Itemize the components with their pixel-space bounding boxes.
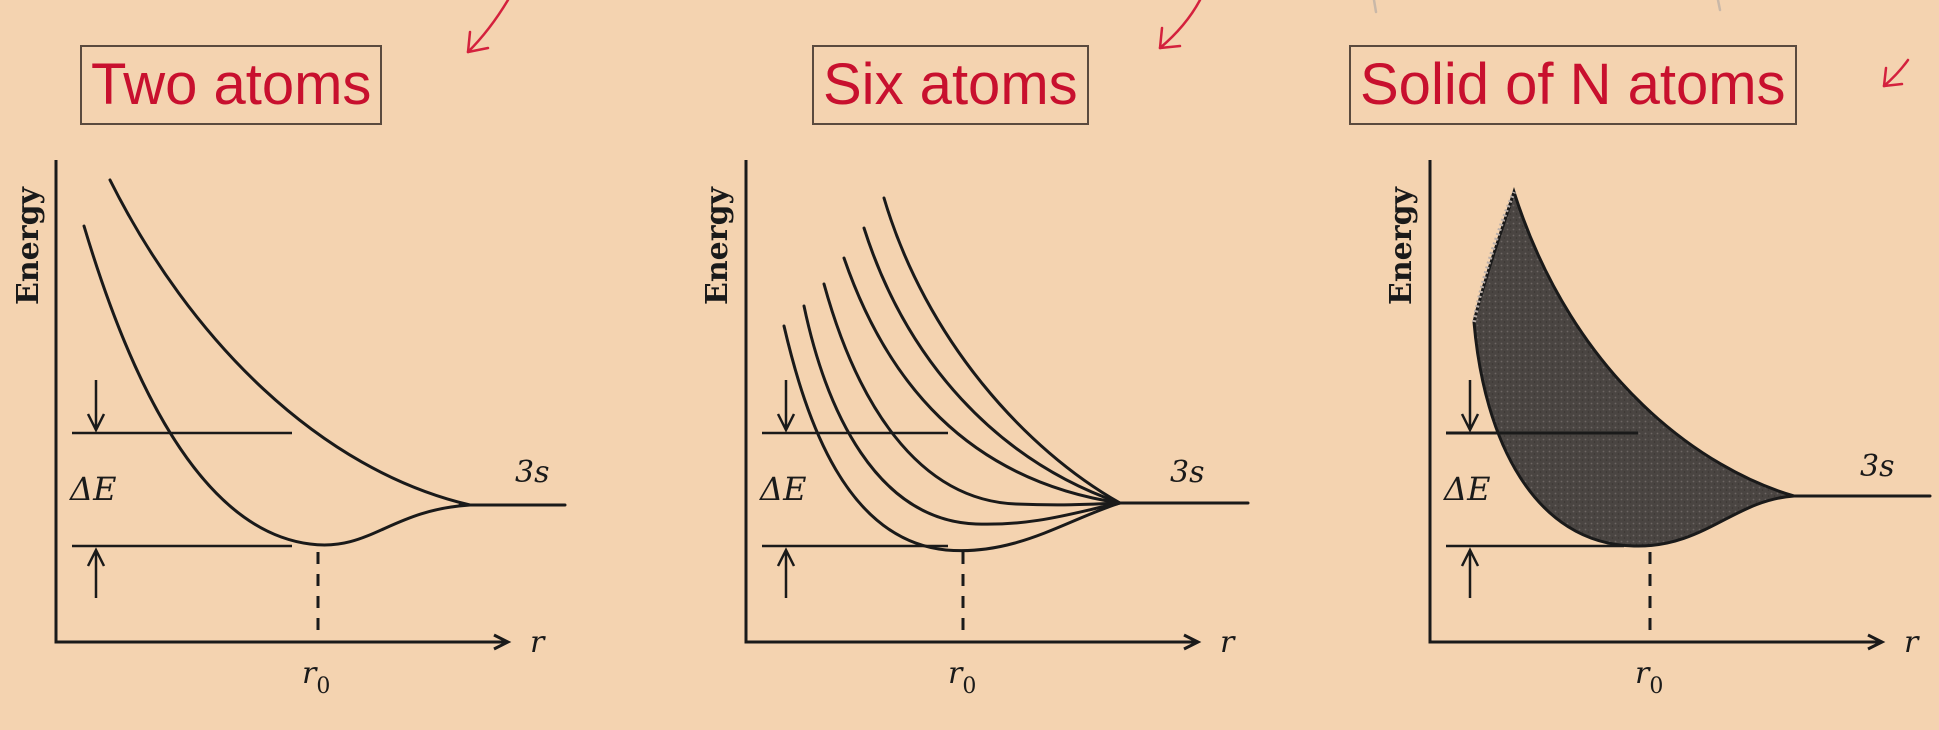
band-curve-1 — [782, 324, 1122, 553]
energy-axis — [54, 160, 508, 644]
x-axis-label: r — [1220, 625, 1236, 660]
r0-label: r0 — [1635, 656, 1663, 699]
energy-axis — [744, 160, 1198, 644]
y-axis-label: Energy — [1384, 185, 1419, 305]
diagram-six-atoms: Energy r ΔE 3s r0 — [700, 160, 1250, 699]
x-axis-label: r — [1904, 625, 1920, 660]
arrow-annotation-icon — [1882, 58, 1910, 88]
delta-e-label: ΔE — [1442, 470, 1490, 508]
delta-e-label: ΔE — [758, 470, 806, 508]
delta-e-label: ΔE — [68, 470, 116, 508]
down-arrow-icon — [86, 380, 106, 433]
antibonding-curve — [108, 178, 472, 507]
arrow-annotation-icon — [1158, 0, 1202, 50]
band-curve-3 — [822, 282, 1122, 507]
down-arrow-icon — [776, 380, 796, 433]
up-arrow-icon — [1460, 547, 1480, 598]
down-arrow-icon — [1460, 380, 1480, 433]
r-axis-arrowhead — [493, 633, 512, 651]
diagram-solid: Energy r 3s ΔE r0 — [1384, 160, 1932, 699]
panel-title-solid: Solid of N atoms — [1349, 45, 1797, 125]
panel-title-six-atoms: Six atoms — [812, 45, 1089, 125]
r-axis-arrowhead — [1867, 633, 1886, 651]
diagram-two-atoms: Energy r ΔE 3s r0 — [11, 160, 567, 699]
band-curve-6 — [882, 196, 1122, 505]
bonding-curve — [82, 224, 472, 547]
energy-axis — [1428, 160, 1882, 644]
r0-label: r0 — [302, 656, 330, 699]
up-arrow-icon — [776, 547, 796, 598]
annotation-mark — [1372, 0, 1722, 14]
y-axis-label: Energy — [700, 185, 735, 305]
panel-title-two-atoms: Two atoms — [80, 45, 383, 125]
band-curve-5 — [862, 226, 1122, 505]
band-curve-4 — [842, 256, 1122, 505]
y-axis-label: Energy — [11, 185, 46, 305]
r-axis-arrowhead — [1183, 633, 1202, 651]
level-3s-label: 3s — [515, 455, 549, 490]
energy-band-region — [1472, 187, 1795, 548]
level-3s-label: 3s — [1170, 455, 1204, 490]
level-3s-label: 3s — [1860, 449, 1894, 484]
arrow-annotation-icon — [466, 0, 510, 54]
up-arrow-icon — [86, 547, 106, 598]
r0-label: r0 — [948, 656, 976, 699]
x-axis-label: r — [530, 625, 546, 660]
band-curve-2 — [802, 304, 1122, 526]
